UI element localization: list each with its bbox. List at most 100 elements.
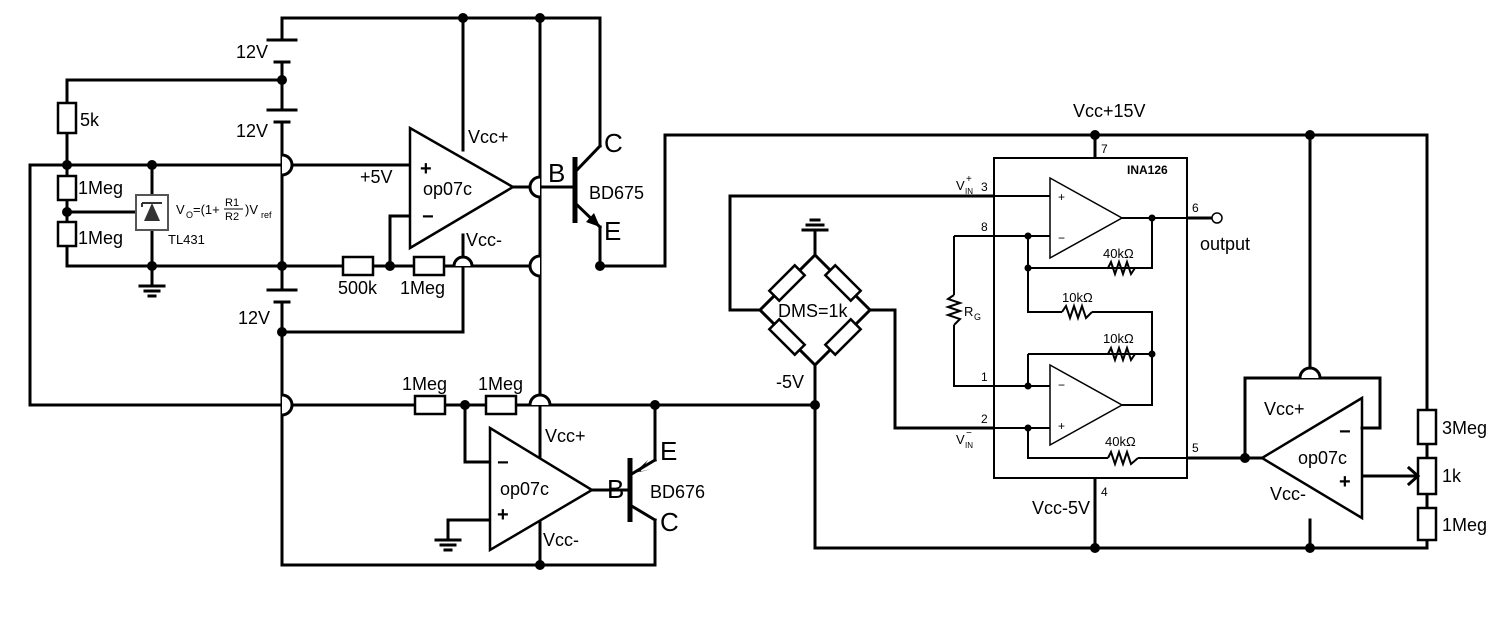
bd676-c-label: C [660,507,679,537]
wiper-arrow-icon [1406,465,1421,487]
svg-text:)V: )V [245,202,258,217]
svg-text:5: 5 [1192,441,1199,455]
svg-text:ref: ref [261,210,272,220]
opamp-right-plus: + [1339,471,1351,493]
opamp-top-plus: + [420,158,432,180]
output-label: output [1200,234,1250,254]
svg-text:2: 2 [981,412,988,426]
opamp-top: + − op07c Vcc+ Vcc- [408,125,516,251]
opamp-bottom-vccplus: Vcc+ [545,426,586,446]
resistor-500k [341,255,375,277]
battery-top: 12V [236,38,298,64]
ina126-name: INA126 [1127,163,1168,177]
resistor-5k-label: 5k [80,110,100,130]
resistor-10k-a-icon [1061,302,1093,322]
svg-text:−: − [1058,231,1065,245]
opamp-right-vccplus: Vcc+ [1264,399,1305,419]
potentiometer-1k-label: 1k [1442,466,1462,486]
vin-plus-label: V IN + [956,174,973,196]
resistor-1meg-upper-label: 1Meg [78,178,123,198]
strain-gauge-bridge: DMS=1k [757,252,873,368]
opamp-right-name: op07c [1298,448,1347,468]
svg-text:40kΩ: 40kΩ [1103,246,1134,261]
transistor-bd676: B E C BD676 [607,436,705,537]
vcc15-label: Vcc+15V [1073,101,1146,121]
bd676-b-label: B [607,474,624,504]
svg-text:+: + [1058,419,1065,433]
svg-text:8: 8 [981,220,988,234]
resistor-rg-icon [944,294,964,326]
opamp-right: − + op07c Vcc+ Vcc- [1259,395,1364,521]
ina126-instrumentation-amplifier: INA126 + − − + [944,142,1199,499]
tl431-label: TL431 [168,232,205,247]
svg-text:10kΩ: 10kΩ [1103,331,1134,346]
svg-text:V: V [176,202,185,217]
battery-mid-label: 12V [236,121,268,141]
transistor-bd675: B C E BD675 [548,128,644,246]
svg-text:R2: R2 [225,211,239,223]
svg-text:10kΩ: 10kΩ [1062,290,1093,305]
svg-text:IN: IN [965,187,973,196]
tl431-formula: V O =(1+ R1 R2 )V ref [176,197,272,223]
tl431-diode-icon [144,203,160,221]
wire-crossovers [280,153,1322,417]
svg-text:6: 6 [1192,201,1199,215]
resistor-40k-top-icon [1107,258,1136,278]
opamp-bottom-name: op07c [500,479,549,499]
svg-text:+: + [966,174,972,185]
opamp-bottom-plus: + [497,504,509,526]
svg-text:40kΩ: 40kΩ [1105,434,1136,449]
resistor-1meg-lower [56,220,78,248]
svg-text:R1: R1 [225,197,239,209]
svg-text:7: 7 [1101,142,1108,156]
svg-text:G: G [974,312,981,322]
bd676-name: BD676 [650,482,705,502]
opamp-bottom: − + op07c Vcc+ Vcc- [488,425,595,553]
opamp-top-name: op07c [423,179,472,199]
resistor-1meg-low-a-label: 1Meg [402,374,447,394]
ground-icon [801,218,829,232]
battery-mid: 12V [236,108,298,141]
ground-icon [434,538,462,552]
svg-text:R: R [964,304,973,319]
svg-text:V: V [956,432,965,447]
svg-text:+: + [1058,190,1065,204]
opamp-bottom-minus: − [497,452,509,474]
resistor-1meg-right [1416,506,1438,542]
output-terminal-icon [1211,212,1223,224]
ground-icon [138,284,166,298]
bd675-c-label: C [604,128,623,158]
resistor-1meg-feedback [412,255,446,277]
opamp-right-minus: − [1339,421,1351,443]
resistor-3meg [1416,408,1438,446]
resistor-1meg-low-a [413,394,447,416]
svg-text:O: O [186,210,193,220]
tl431-shunt-reference: TL431 V O =(1+ R1 R2 )V ref [135,194,272,247]
bd675-b-label: B [548,158,565,188]
opamp-top-vccminus: Vcc- [466,230,502,250]
bridge-label: DMS=1k [778,301,849,321]
resistor-500k-label: 500k [338,278,378,298]
resistor-1meg-right-label: 1Meg [1442,515,1487,535]
svg-text:IN: IN [965,441,973,450]
resistor-1meg-feedback-label: 1Meg [400,278,445,298]
plus5v-label: +5V [360,167,393,187]
battery-low: 12V [238,288,298,328]
resistor-1meg-upper [56,174,78,202]
svg-text:=(1+: =(1+ [193,202,220,217]
wires [28,16,1429,567]
resistor-1meg-low-b-label: 1Meg [478,374,523,394]
resistor-40k-bottom-icon [1107,448,1139,468]
svg-text:1: 1 [981,370,988,384]
bd676-e-label: E [660,436,677,466]
battery-low-label: 12V [238,308,270,328]
vccminus5-label: Vcc-5V [1032,498,1090,518]
opamp-bottom-vccminus: Vcc- [543,530,579,550]
opamp-top-vccplus: Vcc+ [468,127,509,147]
opamp-right-vccminus: Vcc- [1270,484,1306,504]
svg-text:V: V [956,178,965,193]
resistor-5k [56,101,78,135]
bd675-name: BD675 [589,183,644,203]
bd675-e-label: E [604,216,621,246]
